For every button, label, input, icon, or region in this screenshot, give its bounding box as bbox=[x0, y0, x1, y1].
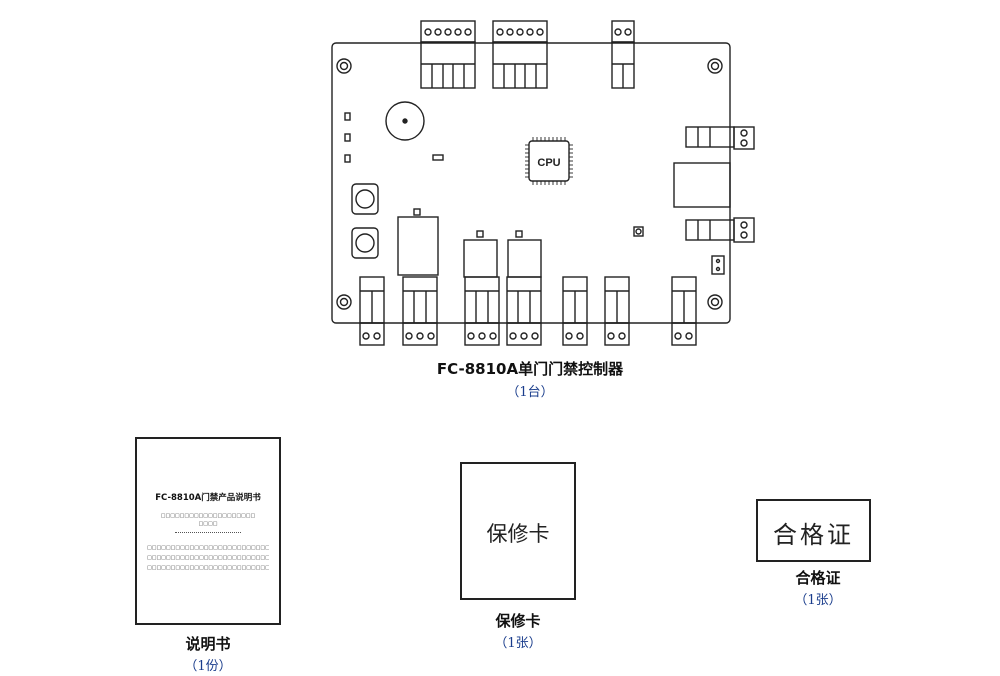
warranty-title: 保修卡 bbox=[495, 612, 541, 630]
right-connector-upper bbox=[685, 126, 755, 150]
top-terminal-block-2 bbox=[492, 20, 548, 89]
capacitor-2 bbox=[351, 227, 379, 259]
rj45-port bbox=[673, 162, 731, 208]
manual-booklet-title: FC-8810A门禁产品说明书 bbox=[155, 493, 261, 503]
board-outline bbox=[331, 42, 731, 324]
jumper bbox=[711, 255, 725, 275]
capacitor-1 bbox=[351, 183, 379, 215]
cpu-label: CPU bbox=[537, 157, 560, 169]
cpu-chip: CPU bbox=[525, 137, 573, 185]
certificate-card-text: 合格证 bbox=[773, 521, 854, 549]
certificate-title: 合格证 bbox=[795, 569, 841, 587]
certificate-caption: 合格证 （1张） bbox=[758, 567, 878, 608]
board-caption: FC-8810A单门门禁控制器 （1台） bbox=[380, 358, 680, 400]
relay-large bbox=[397, 208, 439, 276]
bottom-terminal-5 bbox=[562, 276, 588, 346]
warranty-card: 保修卡 bbox=[460, 462, 576, 600]
manual-text-line-4: □□□□□□□□□□□□□□□□□□□□□□□□□□□□□□□□□□□□□□ bbox=[147, 555, 269, 561]
top-terminal-block-1 bbox=[420, 20, 476, 89]
certificate-qty: （1张） bbox=[794, 593, 842, 608]
bottom-terminal-3 bbox=[464, 276, 500, 346]
manual-text-line-5: □□□□□□□□□□□□□□□□□□□□□□□□□□□□□□□□□□□□□□ bbox=[147, 565, 269, 571]
warranty-caption: 保修卡 （1张） bbox=[458, 610, 578, 651]
manual-booklet: FC-8810A门禁产品说明书 □□□□□□□□□□□□□□□□□□□□ □□□… bbox=[135, 437, 281, 625]
manual-caption: 说明书 （1份） bbox=[148, 633, 268, 674]
manual-text-line-3: □□□□□□□□□□□□□□□□□□□□□□□□□□□□□□□□□□□□□□ bbox=[147, 545, 269, 551]
bottom-terminal-2 bbox=[402, 276, 438, 346]
led-indicators bbox=[344, 112, 351, 163]
manual-text-line-2: □□□□ bbox=[198, 521, 218, 527]
bottom-terminal-6 bbox=[604, 276, 630, 346]
top-terminal-block-3 bbox=[611, 20, 635, 89]
right-connector-lower bbox=[685, 217, 755, 243]
manual-title: 说明书 bbox=[185, 635, 231, 653]
warranty-card-text: 保修卡 bbox=[486, 522, 550, 546]
mounting-hole-icon bbox=[336, 58, 723, 310]
manual-divider bbox=[175, 532, 241, 533]
warranty-qty: （1张） bbox=[494, 636, 542, 651]
manual-qty: （1份） bbox=[184, 659, 232, 674]
board-title: FC-8810A单门门禁控制器 bbox=[436, 360, 624, 378]
bottom-terminal-7 bbox=[671, 276, 697, 346]
board-qty: （1台） bbox=[506, 385, 554, 400]
manual-text-line-1: □□□□□□□□□□□□□□□□□□□□ bbox=[160, 513, 256, 519]
bottom-terminal-1 bbox=[359, 276, 385, 346]
trimmer-icon bbox=[633, 226, 644, 237]
certificate-card: 合格证 bbox=[756, 499, 871, 562]
bottom-terminal-4 bbox=[506, 276, 542, 346]
small-chip bbox=[432, 154, 444, 161]
buzzer-icon bbox=[385, 101, 425, 141]
